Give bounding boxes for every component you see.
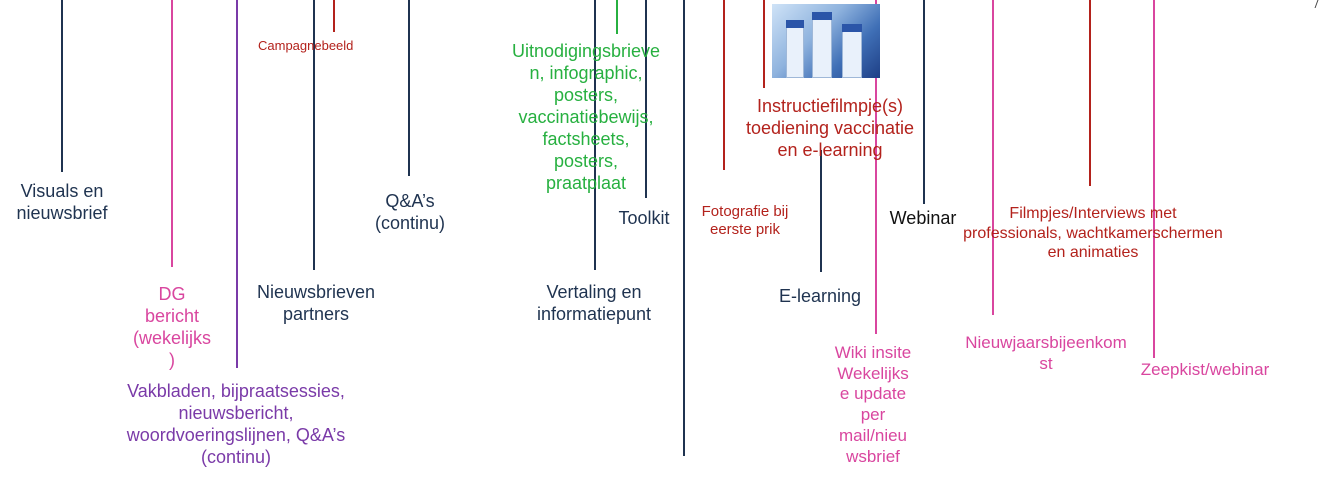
- connector-line-uitnodigings: [616, 0, 618, 34]
- connector-line-nieuwjaars: [992, 0, 994, 315]
- connector-line-visuals: [61, 0, 63, 172]
- label-toolkit: Toolkit: [618, 208, 670, 228]
- connector-line-toolkit: [645, 0, 647, 198]
- connector-line-filmpjes: [1089, 0, 1091, 186]
- connector-line-campagnebeeld: [333, 0, 335, 32]
- connector-line-wiki: [875, 0, 877, 334]
- connector-line-vertaling: [594, 0, 596, 270]
- connector-line-instructie: [763, 0, 765, 88]
- connector-line-zeepkist: [1153, 0, 1155, 358]
- label-zeepkist: Zeepkist/webinar: [1140, 360, 1270, 379]
- connector-line-dg: [171, 0, 173, 267]
- label-qa: Q&A’s(continu): [374, 191, 446, 233]
- connector-line-qa: [408, 0, 410, 176]
- connector-line-long: [683, 0, 685, 456]
- label-vakbladen: Vakbladen, bijpraatsessies,nieuwsbericht…: [126, 381, 346, 467]
- vaccine-vials-photo: [772, 4, 880, 78]
- connector-line-vakbladen: [236, 0, 238, 368]
- connector-line-elearning: [820, 150, 822, 272]
- connector-line-webinar: [923, 0, 925, 204]
- label-webinar: Webinar: [889, 208, 957, 228]
- corner-tick: [1310, 0, 1319, 8]
- label-campagnebeeld: Campagnebeeld: [258, 38, 354, 53]
- label-elearning: E-learning: [778, 286, 862, 306]
- connector-line-nieuwsbrieven: [313, 0, 315, 270]
- connector-line-fotografie: [723, 0, 725, 170]
- label-instructie: Instructiefilmpje(s)toediening vaccinati…: [745, 96, 915, 160]
